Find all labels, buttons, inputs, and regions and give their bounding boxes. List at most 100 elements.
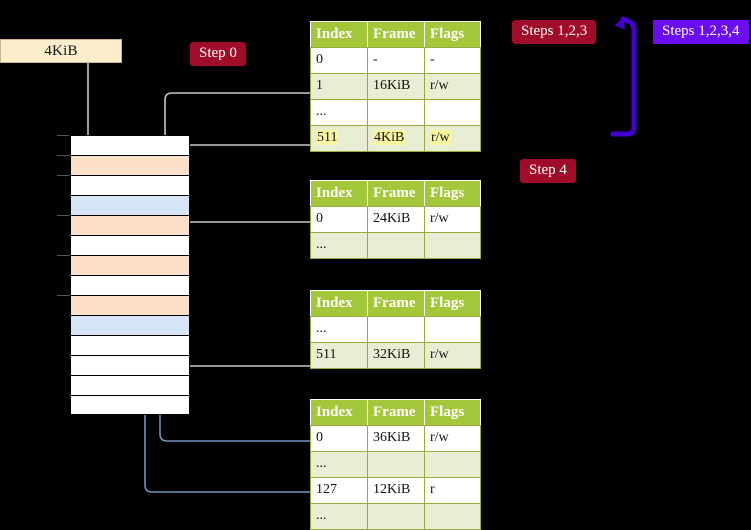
table-header-row: Index Frame Flags	[310, 180, 481, 207]
cell-flags	[424, 99, 481, 126]
cell-flags: r/w	[424, 425, 481, 452]
memory-frame	[70, 155, 190, 175]
badge-step-0: Step 0	[190, 42, 246, 66]
cell-index: 1	[310, 73, 368, 100]
frame-size-box: 4KiB	[0, 39, 122, 63]
column-header-frame: Frame	[367, 290, 425, 317]
cell-frame: 4KiB	[367, 125, 425, 152]
column-header-frame: Frame	[367, 21, 425, 48]
column-header-flags: Flags	[424, 290, 481, 317]
memory-frame-tick	[57, 255, 69, 257]
cell-flags	[424, 316, 481, 343]
column-header-frame: Frame	[367, 180, 425, 207]
memory-frame	[70, 215, 190, 235]
memory-frame	[70, 355, 190, 375]
memory-frame	[70, 375, 190, 395]
table-row: ...	[310, 316, 481, 343]
memory-frame-tick	[57, 155, 69, 157]
memory-frame	[70, 235, 190, 255]
table-header-row: Index Frame Flags	[310, 290, 481, 317]
wire-l4row511-to-memory	[177, 144, 310, 153]
badge-steps-123-label: Steps 1,2,3	[521, 23, 588, 39]
column-header-flags: Flags	[424, 399, 481, 426]
column-header-flags: Flags	[424, 21, 481, 48]
cell-index: ...	[310, 316, 368, 343]
cell-index: ...	[310, 503, 368, 530]
memory-frame-tick	[57, 295, 69, 297]
column-header-index: Index	[310, 399, 368, 426]
cell-frame	[367, 99, 425, 126]
memory-frame	[70, 335, 190, 355]
cell-frame: 12KiB	[367, 477, 425, 504]
badge-steps-1234-label: Steps 1,2,3,4	[662, 23, 740, 39]
column-header-index: Index	[310, 290, 368, 317]
table-row: ...	[310, 503, 481, 530]
cell-index: 0	[310, 206, 368, 233]
memory-frame	[70, 255, 190, 275]
cell-frame: -	[367, 47, 425, 74]
cell-frame: 24KiB	[367, 206, 425, 233]
badge-step-4: Step 4	[520, 159, 576, 183]
memory-frame	[70, 315, 190, 335]
wire-l3row0-to-memory	[177, 221, 310, 266]
cell-index: 127	[310, 477, 368, 504]
cell-index: 0	[310, 425, 368, 452]
cell-flags	[424, 503, 481, 530]
cell-frame	[367, 503, 425, 530]
cell-frame: 16KiB	[367, 73, 425, 100]
badge-steps-123: Steps 1,2,3	[512, 20, 597, 44]
table-row: ...	[310, 232, 481, 259]
memory-frame-tick	[57, 175, 69, 177]
column-header-index: Index	[310, 21, 368, 48]
physical-memory-map	[57, 135, 190, 415]
table-row: 0--	[310, 47, 481, 74]
memory-frame	[70, 195, 190, 215]
cell-frame	[367, 316, 425, 343]
memory-frame-tick	[57, 135, 69, 137]
memory-frame	[70, 135, 190, 155]
cell-index: ...	[310, 232, 368, 259]
column-header-frame: Frame	[367, 399, 425, 426]
table-header-row: Index Frame Flags	[310, 21, 481, 48]
cell-frame: 36KiB	[367, 425, 425, 452]
table-header-row: Index Frame Flags	[310, 399, 481, 426]
column-header-index: Index	[310, 180, 368, 207]
cell-index: 511	[310, 125, 368, 152]
cell-flags	[424, 451, 481, 478]
cell-flags: r/w	[424, 342, 481, 369]
badge-step-0-label: Step 0	[199, 45, 237, 61]
memory-frame	[70, 175, 190, 195]
cell-index: ...	[310, 99, 368, 126]
cell-frame	[367, 451, 425, 478]
cell-index: 511	[310, 342, 368, 369]
badge-steps-1234: Steps 1,2,3,4	[653, 20, 749, 44]
memory-frame-tick	[57, 215, 69, 217]
memory-frame	[70, 395, 190, 415]
cell-index: ...	[310, 451, 368, 478]
cell-flags: -	[424, 47, 481, 74]
memory-frame	[70, 275, 190, 295]
cell-frame: 32KiB	[367, 342, 425, 369]
wire-l2row511-to-memory	[171, 314, 310, 367]
table-row: ...	[310, 99, 481, 126]
column-header-flags: Flags	[424, 180, 481, 207]
cell-flags	[424, 232, 481, 259]
frame-size-label: 4KiB	[44, 42, 78, 59]
cell-index: 0	[310, 47, 368, 74]
badge-step-4-label: Step 4	[529, 162, 567, 178]
violet-bracket-arrow	[610, 16, 637, 137]
memory-frame	[70, 295, 190, 315]
cell-frame	[367, 232, 425, 259]
